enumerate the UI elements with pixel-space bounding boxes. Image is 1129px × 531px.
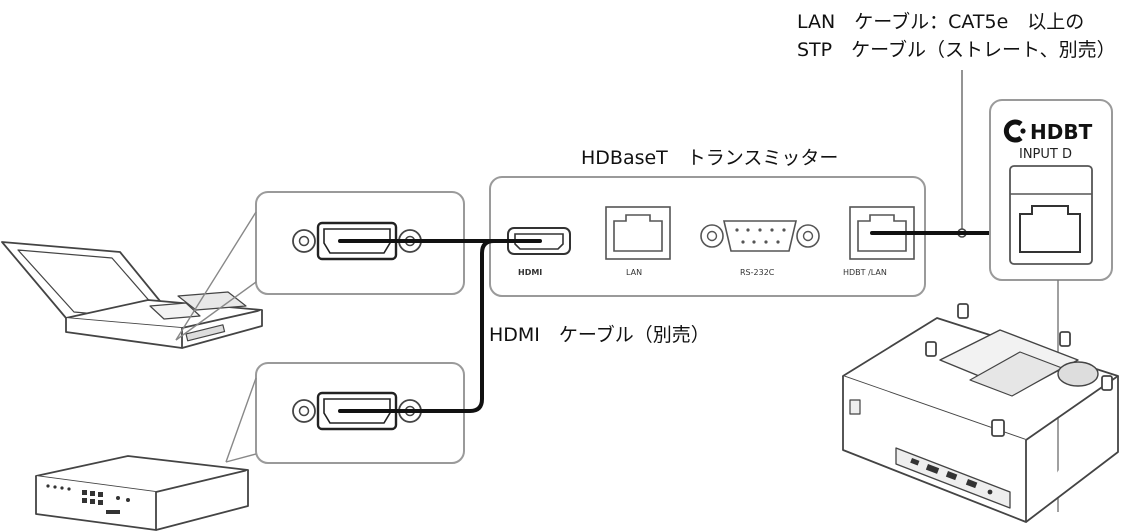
lan-cable-label-line1: LAN ケーブル：CAT5e 以上の [797, 10, 1084, 33]
hdmi-cable-label: HDMI ケーブル（別売） [489, 323, 710, 346]
lan-cable-label-line2: STP ケーブル（ストレート、別売） [797, 38, 1116, 61]
transmitter-hdmi-label: HDMI [518, 268, 542, 277]
projector [842, 303, 1119, 523]
player-zoom-leader-bottom [225, 453, 257, 463]
transmitter-lan-port: LAN [605, 206, 671, 277]
transmitter-hdbt-lan-label: HDBT /LAN [843, 268, 887, 277]
hdbt-logo-text: HDBT [1030, 120, 1093, 144]
media-player [35, 455, 249, 531]
transmitter-rs232c-label: RS-232C [740, 268, 775, 277]
transmitter-lan-label: LAN [626, 268, 642, 277]
laptop-zoom-leader-bottom [175, 281, 257, 341]
transmitter-title: HDBaseT トランスミッター [581, 147, 838, 169]
laptop [1, 241, 263, 349]
transmitter-rs232c-port: RS-232C [700, 220, 820, 277]
player-zoom-leader-top [225, 377, 257, 463]
hdbt-logo: HDBT [1003, 119, 1093, 144]
hdmi-cable-player [338, 239, 496, 413]
laptop-zoom-leader-top [175, 211, 257, 341]
projector-input-label: INPUT D [1019, 147, 1072, 162]
